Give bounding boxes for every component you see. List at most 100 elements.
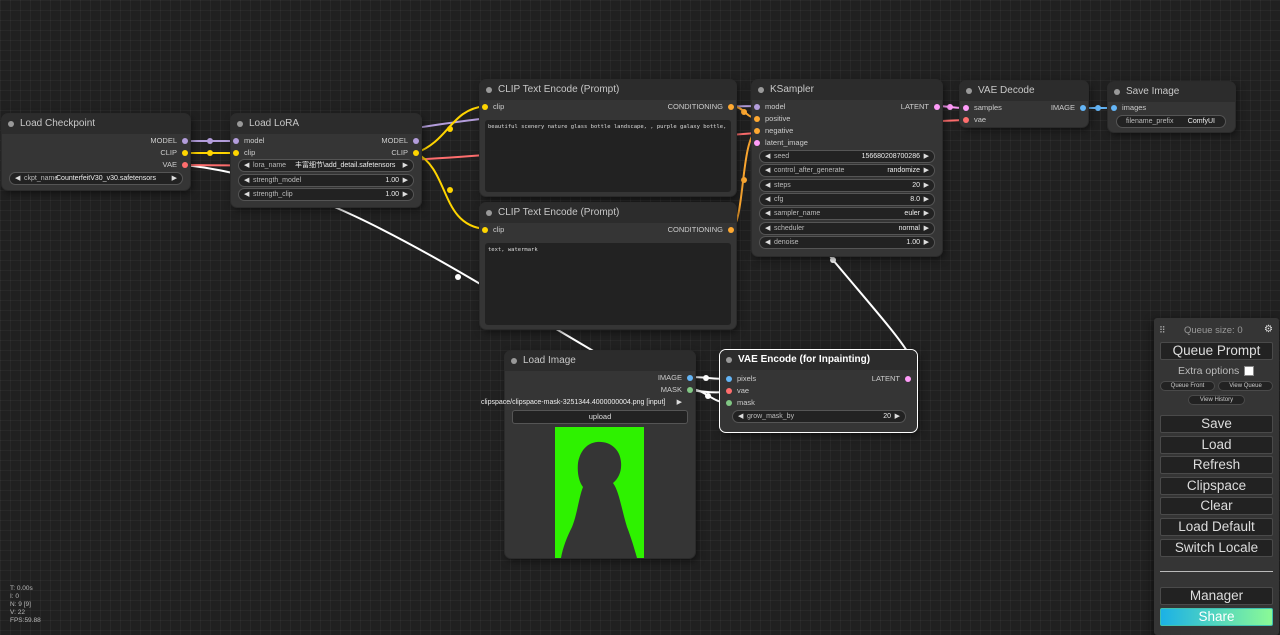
node-title[interactable]: CLIP Text Encode (Prompt) xyxy=(480,203,736,223)
collapse-dot-icon[interactable] xyxy=(486,87,492,93)
upload-button[interactable]: upload xyxy=(513,411,687,423)
queue-prompt-button[interactable]: Queue Prompt xyxy=(1160,342,1273,360)
input-clip[interactable]: clip xyxy=(482,225,504,235)
node-clip-text-encode-positive[interactable]: CLIP Text Encode (Prompt) clip CONDITION… xyxy=(480,80,736,196)
view-queue-button[interactable]: View Queue xyxy=(1218,381,1273,391)
arrow-left-icon[interactable]: ◀ xyxy=(765,196,771,203)
input-latent-image[interactable]: latent_image xyxy=(754,138,808,148)
output-conditioning[interactable]: CONDITIONING xyxy=(668,102,734,112)
arrow-left-icon[interactable]: ◀ xyxy=(765,182,771,189)
collapse-dot-icon[interactable] xyxy=(758,87,764,93)
input-mask[interactable]: mask xyxy=(726,398,755,408)
collapse-dot-icon[interactable] xyxy=(237,121,243,127)
input-negative[interactable]: negative xyxy=(754,126,793,136)
arrow-left-icon[interactable]: ◀ xyxy=(765,239,771,246)
arrow-right-icon[interactable]: ▶ xyxy=(402,177,408,184)
arrow-left-icon[interactable]: ◀ xyxy=(244,191,250,198)
output-mask[interactable]: MASK xyxy=(661,385,693,395)
steps-number[interactable]: ◀ steps 20 ▶ xyxy=(760,180,934,191)
output-image[interactable]: IMAGE xyxy=(1051,103,1086,113)
output-latent[interactable]: LATENT xyxy=(901,102,940,112)
filename-prefix-text[interactable]: filename_prefix ComfyUI xyxy=(1117,116,1225,127)
output-latent[interactable]: LATENT xyxy=(872,374,911,384)
arrow-right-icon[interactable]: ▶ xyxy=(402,162,408,169)
seed-number[interactable]: ◀ seed 156680208700286 ▶ xyxy=(760,151,934,162)
arrow-left-icon[interactable]: ◀ xyxy=(765,153,771,160)
arrow-right-icon[interactable]: ▶ xyxy=(894,413,900,420)
arrow-left-icon[interactable]: ◀ xyxy=(765,225,771,232)
node-load-image[interactable]: Load Image IMAGE MASK clipspace/clipspac… xyxy=(481,351,695,558)
output-conditioning[interactable]: CONDITIONING xyxy=(668,225,734,235)
queue-front-button[interactable]: Queue Front xyxy=(1160,381,1215,391)
node-vae-encode-inpainting[interactable]: VAE Encode (for Inpainting) pixels vae m… xyxy=(720,350,917,432)
node-title[interactable]: Load LoRA xyxy=(231,114,421,134)
output-clip[interactable]: CLIP xyxy=(391,148,419,158)
strength-clip-number[interactable]: ◀ strength_clip 1.00 ▶ xyxy=(239,189,413,200)
input-pixels[interactable]: pixels xyxy=(726,374,756,384)
load-default-button[interactable]: Load Default xyxy=(1160,518,1273,536)
input-clip[interactable]: clip xyxy=(482,102,504,112)
output-clip[interactable]: CLIP xyxy=(160,148,188,158)
scheduler-combo[interactable]: ◀ scheduler normal ▶ xyxy=(760,223,934,234)
arrow-right-icon[interactable]: ▶ xyxy=(923,225,929,232)
input-model[interactable]: model xyxy=(233,136,264,146)
strength-model-number[interactable]: ◀ strength_model 1.00 ▶ xyxy=(239,175,413,186)
node-title[interactable]: Load Checkpoint xyxy=(2,114,190,134)
input-model[interactable]: model xyxy=(754,102,785,112)
arrow-right-icon[interactable]: ▶ xyxy=(923,239,929,246)
drag-handle-icon[interactable]: ⠿ xyxy=(1159,325,1166,335)
collapse-dot-icon[interactable] xyxy=(8,121,14,127)
control-after-generate-combo[interactable]: ◀ control_after_generate randomize ▶ xyxy=(760,165,934,176)
output-model[interactable]: MODEL xyxy=(381,136,419,146)
view-history-button[interactable]: View History xyxy=(1188,395,1245,405)
output-image[interactable]: IMAGE xyxy=(658,373,693,383)
input-images[interactable]: images xyxy=(1111,103,1146,113)
node-title[interactable]: Load Image xyxy=(505,351,695,371)
arrow-right-icon[interactable]: ▶ xyxy=(923,153,929,160)
clipspace-button[interactable]: Clipspace xyxy=(1160,477,1273,495)
arrow-left-icon[interactable]: ◀ xyxy=(765,167,771,174)
input-vae[interactable]: vae xyxy=(726,386,749,396)
collapse-dot-icon[interactable] xyxy=(726,357,732,363)
input-samples[interactable]: samples xyxy=(963,103,1002,113)
save-button[interactable]: Save xyxy=(1160,415,1273,433)
prompt-textarea[interactable]: text, watermark xyxy=(485,243,731,325)
ckpt-name-combo[interactable]: ◀ ckpt_name CounterfeitV30_v30.safetenso… xyxy=(10,173,182,184)
extra-options-checkbox[interactable] xyxy=(1244,366,1255,377)
cfg-number[interactable]: ◀ cfg 8.0 ▶ xyxy=(760,194,934,205)
prompt-textarea[interactable]: beautiful scenery nature glass bottle la… xyxy=(485,120,731,192)
manager-button[interactable]: Manager xyxy=(1160,587,1273,605)
arrow-right-icon[interactable]: ▶ xyxy=(676,399,682,406)
output-vae[interactable]: VAE xyxy=(163,160,188,170)
grow-mask-by-number[interactable]: ◀ grow_mask_by 20 ▶ xyxy=(733,411,905,422)
arrow-right-icon[interactable]: ▶ xyxy=(923,210,929,217)
node-title[interactable]: VAE Decode xyxy=(960,81,1088,101)
arrow-left-icon[interactable]: ◀ xyxy=(738,413,744,420)
lora-name-combo[interactable]: ◀ lora_name 丰富细节\add_detail.safetensors … xyxy=(239,160,413,171)
clear-button[interactable]: Clear xyxy=(1160,497,1273,515)
arrow-left-icon[interactable]: ◀ xyxy=(244,177,250,184)
output-model[interactable]: MODEL xyxy=(150,136,188,146)
input-vae[interactable]: vae xyxy=(963,115,986,125)
arrow-left-icon[interactable]: ◀ xyxy=(244,162,250,169)
extra-options-toggle[interactable]: Extra options xyxy=(1178,365,1255,377)
refresh-button[interactable]: Refresh xyxy=(1160,456,1273,474)
node-title[interactable]: Save Image xyxy=(1108,82,1235,102)
settings-gear-icon[interactable]: ⚙ xyxy=(1264,324,1273,335)
collapse-dot-icon[interactable] xyxy=(486,210,492,216)
denoise-number[interactable]: ◀ denoise 1.00 ▶ xyxy=(760,237,934,248)
node-clip-text-encode-negative[interactable]: CLIP Text Encode (Prompt) clip CONDITION… xyxy=(480,203,736,329)
arrow-right-icon[interactable]: ▶ xyxy=(923,196,929,203)
arrow-right-icon[interactable]: ▶ xyxy=(923,167,929,174)
node-ksampler[interactable]: KSampler model positive negative latent_… xyxy=(752,80,942,256)
node-title[interactable]: KSampler xyxy=(752,80,942,100)
node-save-image[interactable]: Save Image images filename_prefix ComfyU… xyxy=(1108,82,1235,132)
share-button[interactable]: Share xyxy=(1160,608,1273,626)
arrow-right-icon[interactable]: ▶ xyxy=(923,182,929,189)
arrow-left-icon[interactable]: ◀ xyxy=(15,175,21,182)
node-title[interactable]: VAE Encode (for Inpainting) xyxy=(720,350,917,370)
arrow-right-icon[interactable]: ▶ xyxy=(171,175,177,182)
collapse-dot-icon[interactable] xyxy=(966,88,972,94)
collapse-dot-icon[interactable] xyxy=(1114,89,1120,95)
load-button[interactable]: Load xyxy=(1160,436,1273,454)
